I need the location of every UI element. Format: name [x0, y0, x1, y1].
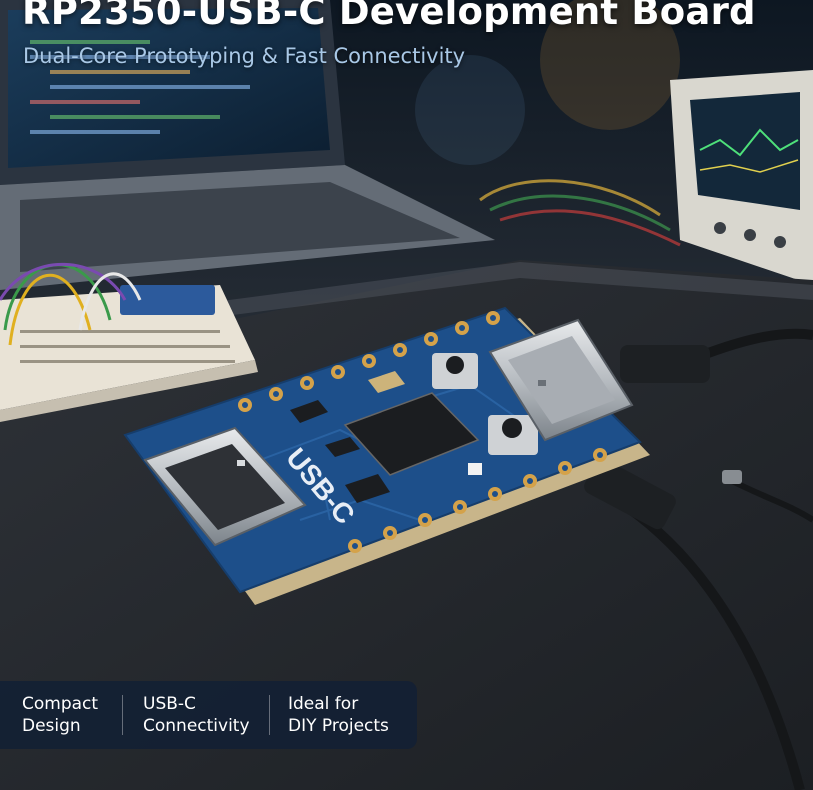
feature-compact-design: Compact Design: [22, 694, 99, 736]
feature-diy-projects: Ideal for DIY Projects: [288, 694, 389, 736]
feature-divider: [269, 695, 270, 735]
oscilloscope: [670, 70, 813, 285]
usb-cable: [584, 328, 813, 790]
feature-usb-c-connectivity: USB-C Connectivity: [143, 694, 250, 736]
features-banner: Compact Design USB-C Connectivity Ideal …: [0, 681, 417, 749]
breadboard: [0, 262, 258, 422]
laptop: [0, 0, 495, 290]
feature-divider: [122, 695, 123, 735]
page-title: RP2350-USB-C Development Board: [22, 0, 756, 33]
page-subtitle: Dual-Core Prototyping & Fast Connectivit…: [23, 44, 466, 68]
usb-c-port-left: [143, 426, 307, 547]
usb-c-port-right: [488, 318, 634, 442]
